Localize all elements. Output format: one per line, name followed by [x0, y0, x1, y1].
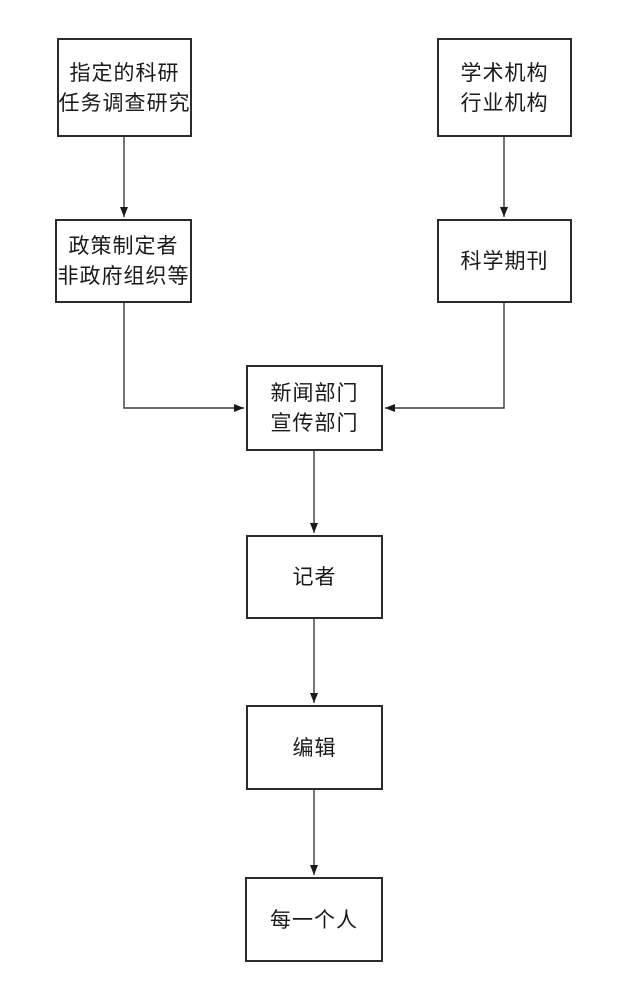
node-academic-orgs: 学术机构 行业机构 — [437, 38, 572, 137]
node-science-journals: 科学期刊 — [437, 219, 572, 303]
node-label: 学术机构 — [460, 60, 549, 85]
node-label: 编辑 — [292, 735, 337, 760]
node-label: 非政府组织等 — [57, 264, 190, 288]
node-editor: 编辑 — [246, 705, 383, 790]
node-assigned-research: 指定的科研 任务调查研究 — [57, 38, 192, 137]
node-label: 任务调查研究 — [58, 90, 191, 115]
node-label: 行业机构 — [460, 90, 549, 115]
node-label: 每一个人 — [270, 907, 358, 932]
node-label: 宣传部门 — [270, 411, 359, 435]
node-label: 政策制定者 — [68, 234, 179, 258]
node-label: 科学期刊 — [460, 249, 549, 273]
edge-science-journals-to-news-depts — [385, 303, 505, 412]
node-label: 新闻部门 — [270, 381, 359, 405]
node-label: 记者 — [292, 565, 337, 589]
node-label: 指定的科研 — [69, 60, 180, 85]
node-news-depts: 新闻部门 宣传部门 — [246, 365, 383, 451]
edge-policy-makers-to-news-depts — [123, 303, 244, 412]
node-everyone: 每一个人 — [245, 877, 383, 962]
node-policy-makers: 政策制定者 非政府组织等 — [55, 219, 192, 303]
node-reporter: 记者 — [246, 535, 383, 619]
